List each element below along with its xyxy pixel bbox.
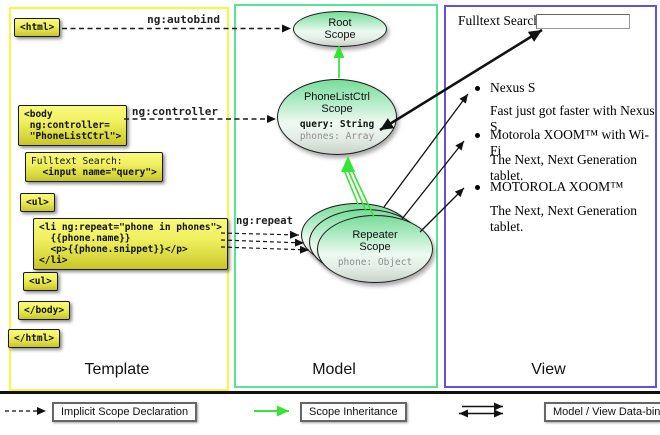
phonelistctrl-scope-title: PhoneListCtrl Scope — [303, 90, 371, 115]
root-scope-title: Root Scope — [324, 17, 356, 41]
view-item-name: MOTOROLA XOOM™ — [490, 179, 624, 194]
bullet-icon — [475, 185, 480, 190]
fulltext-search-input[interactable] — [536, 14, 630, 29]
view-item-name: Nexus S — [490, 80, 536, 95]
code-body-close: </body> — [18, 301, 71, 320]
code-html-open: <html> — [14, 18, 61, 37]
root-scope-ellipse: Root Scope — [293, 11, 387, 47]
phonelistctrl-prop-phones: phones: Array — [299, 131, 375, 142]
repeater-scope-ellipse-front: Repeater Scope phone: Object — [317, 215, 433, 283]
phonelistctrl-scope-ellipse: PhoneListCtrl Scope query: String phones… — [277, 79, 397, 155]
phonelistctrl-prop-query: query: String — [299, 118, 375, 130]
code-ul-close: <ul> — [23, 272, 58, 291]
code-body-open: <body ng:controller= "PhoneListCtrl"> — [18, 105, 128, 146]
legend-separator-line — [0, 391, 660, 394]
template-column-title: Template — [84, 361, 150, 378]
code-li-repeat: <li ng:repeat="phone in phones"> {{phone… — [33, 218, 229, 270]
legend-implicit-scope-declaration: Implicit Scope Declaration — [52, 402, 198, 422]
model-column-title: Model — [312, 361, 356, 378]
annotation-ng-controller: ng:controller — [131, 105, 218, 118]
code-fulltext-input: <input name="query"> — [31, 167, 157, 178]
repeater-prop-phone: phone: Object — [337, 256, 413, 268]
view-item-snippet: The Next, Next Generation tablet. — [490, 203, 637, 234]
legend-model-view-data-binding: Model / View Data-binding — [544, 402, 660, 422]
view-column-frame — [444, 5, 657, 388]
repeater-scope-title: Repeater Scope — [352, 228, 398, 253]
view-search-label: Fulltext Search: — [458, 13, 544, 28]
annotation-ng-autobind: ng:autobind — [147, 13, 220, 26]
code-fulltext-label: Fulltext Search: — [31, 156, 123, 167]
bullet-icon — [475, 86, 480, 91]
view-item-snippet: The Next, Next Generation tablet. — [490, 152, 637, 183]
legend-scope-inheritance: Scope Inheritance — [300, 402, 407, 422]
model-column-frame — [234, 4, 438, 388]
bullet-icon — [475, 133, 480, 138]
code-fulltext-search: Fulltext Search: <input name="query"> — [25, 152, 163, 182]
view-column-title: View — [531, 361, 566, 378]
code-ul-open: <ul> — [20, 193, 55, 212]
annotation-ng-repeat: ng:repeat — [236, 215, 293, 227]
code-html-close: </html> — [8, 329, 61, 348]
